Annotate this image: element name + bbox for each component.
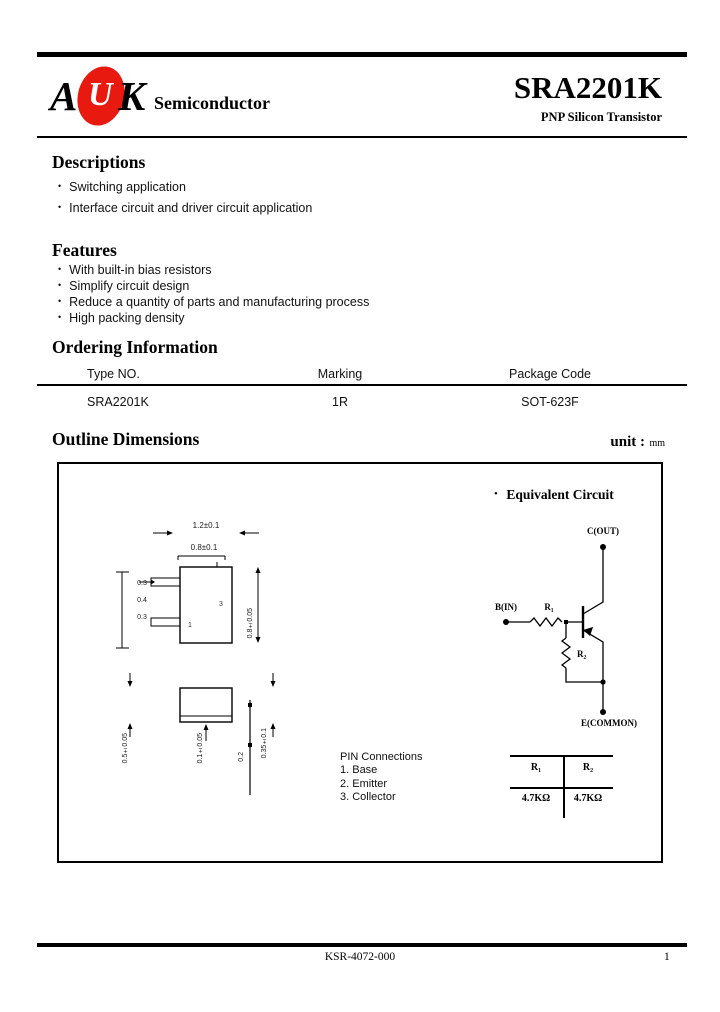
ordering-cell-type: SRA2201K xyxy=(87,395,149,409)
outline-title: Outline Dimensions xyxy=(52,429,200,449)
list-item: •Reduce a quantity of parts and manufact… xyxy=(58,295,370,309)
dim-top-width: 1.2±0.1 xyxy=(192,521,220,530)
dim-body-width: 0.8±0.1 xyxy=(190,543,218,552)
emitter-label: E(COMMON) xyxy=(581,718,637,728)
dim-pitch-a: 0.3 xyxy=(137,580,147,587)
page-subtitle: PNP Silicon Transistor xyxy=(540,110,662,124)
pin-item-emitter: 2. Emitter xyxy=(340,777,388,790)
pin-item-collector: 3. Collector xyxy=(340,791,396,804)
r1-label: R₁ xyxy=(544,602,554,612)
rtable-divider xyxy=(563,755,565,818)
features-title: Features xyxy=(52,240,117,260)
bullet-icon: • xyxy=(58,181,62,191)
page-number: 1 xyxy=(664,951,670,963)
logo-letter-a: A xyxy=(50,73,78,119)
logo-letter-k: K xyxy=(118,73,146,119)
dim-lead-length: 0.35±0.1 xyxy=(261,728,268,759)
dim-side-height: 0.5±0.05 xyxy=(122,733,129,764)
rtable-value-r2: 4.7KΩ xyxy=(573,793,603,804)
bullet-icon: • xyxy=(58,296,62,306)
package-outline-drawing xyxy=(116,530,276,795)
bullet-icon: • xyxy=(58,202,62,212)
list-item: •Switching application xyxy=(58,180,186,194)
list-item: •With built-in bias resistors xyxy=(58,263,212,277)
rtable-top-line xyxy=(510,755,613,757)
bullet-icon: • xyxy=(494,488,498,500)
equivalent-circuit-drawing xyxy=(503,544,606,715)
rtable-value-r1: 4.7KΩ xyxy=(521,793,551,804)
list-item: •High packing density xyxy=(58,311,185,325)
list-item: •Simplify circuit design xyxy=(58,279,190,293)
dim-pitch-b: 0.4 xyxy=(137,597,147,604)
rtable-mid-line xyxy=(510,787,613,789)
rtable-header-r2: R₂ xyxy=(582,762,594,773)
ordering-cell-package: SOT-623F xyxy=(521,395,579,409)
collector-label: C(OUT) xyxy=(587,526,619,536)
dim-seat: 0.2 xyxy=(238,752,245,762)
auk-logo: A U K Semiconductor xyxy=(46,60,306,132)
dim-body-length: 0.8±0.05 xyxy=(247,608,254,639)
dim-pitch-c: 0.3 xyxy=(137,614,147,621)
outline-figure-box xyxy=(57,462,663,863)
ordering-cell-marking: 1R xyxy=(332,395,348,409)
rtable-header-r1: R₁ xyxy=(530,762,542,773)
ordering-header-rule xyxy=(37,384,687,386)
pin-number-3: 3 xyxy=(219,601,223,608)
r2-label: R₂ xyxy=(577,649,587,659)
doc-number: KSR-4072-000 xyxy=(324,951,396,963)
bullet-icon: • xyxy=(58,264,62,274)
pin-item-base: 1. Base xyxy=(340,764,378,777)
ordering-title: Ordering Information xyxy=(52,337,218,357)
page-title: SRA2201K xyxy=(513,70,662,105)
equivalent-circuit-title: • Equivalent Circuit xyxy=(494,487,614,502)
pin-connections-title: PIN Connections xyxy=(340,751,423,763)
dim-standoff: 0.1±0.05 xyxy=(197,733,204,764)
pin-number-1: 1 xyxy=(188,622,192,629)
footer-rule xyxy=(37,943,687,947)
top-rule xyxy=(37,52,687,57)
ordering-col-marking: Marking xyxy=(317,367,363,381)
logo-letter-u: U xyxy=(88,76,113,113)
header-rule xyxy=(37,136,687,138)
bullet-icon: • xyxy=(58,312,62,322)
descriptions-title: Descriptions xyxy=(52,152,146,172)
logo-company-text: Semiconductor xyxy=(154,93,270,113)
unit-note: unit : mm xyxy=(610,434,665,450)
ordering-col-type: Type NO. xyxy=(87,367,140,381)
title-block: SRA2201K PNP Silicon Transistor xyxy=(380,70,662,125)
list-item: •Interface circuit and driver circuit ap… xyxy=(58,201,313,215)
ordering-col-package: Package Code xyxy=(508,367,591,381)
base-label: B(IN) xyxy=(495,602,517,612)
pin-connections: PIN Connections 1. Base 2. Emitter 3. Co… xyxy=(340,751,423,805)
bullet-icon: • xyxy=(58,280,62,290)
